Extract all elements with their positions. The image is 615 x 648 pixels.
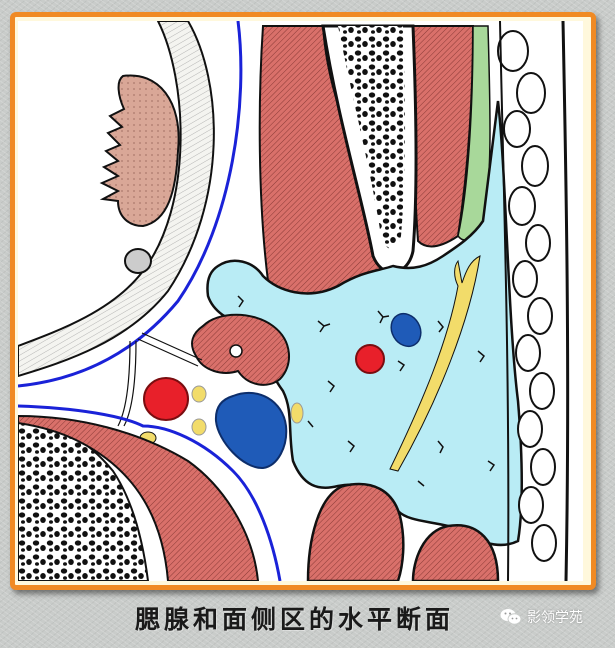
figure-caption: 腮腺和面侧区的水平断面 bbox=[135, 605, 455, 634]
muscle-bottom-left bbox=[18, 404, 282, 581]
internal-carotid-artery bbox=[143, 377, 189, 421]
pharyngeal-wall bbox=[18, 21, 243, 388]
sympathetic-trunk bbox=[191, 418, 207, 436]
vagus-nerve bbox=[191, 385, 207, 403]
external-carotid-artery bbox=[355, 344, 385, 374]
facial-nerve bbox=[389, 255, 481, 472]
wechat-icon bbox=[500, 608, 522, 626]
internal-jugular-vein bbox=[214, 391, 288, 470]
skin-line bbox=[561, 21, 570, 581]
subcutaneous-fat bbox=[497, 30, 557, 562]
hypoglossal-nerve bbox=[290, 402, 304, 424]
anatomy-illustration bbox=[18, 21, 583, 581]
muscle-bottom bbox=[306, 482, 500, 581]
tongue bbox=[99, 74, 180, 274]
retromandibular-vein bbox=[390, 312, 422, 348]
styloid-muscles bbox=[191, 313, 291, 386]
watermark: 影领学苑 bbox=[500, 607, 583, 627]
watermark-text: 影领学苑 bbox=[527, 610, 583, 626]
